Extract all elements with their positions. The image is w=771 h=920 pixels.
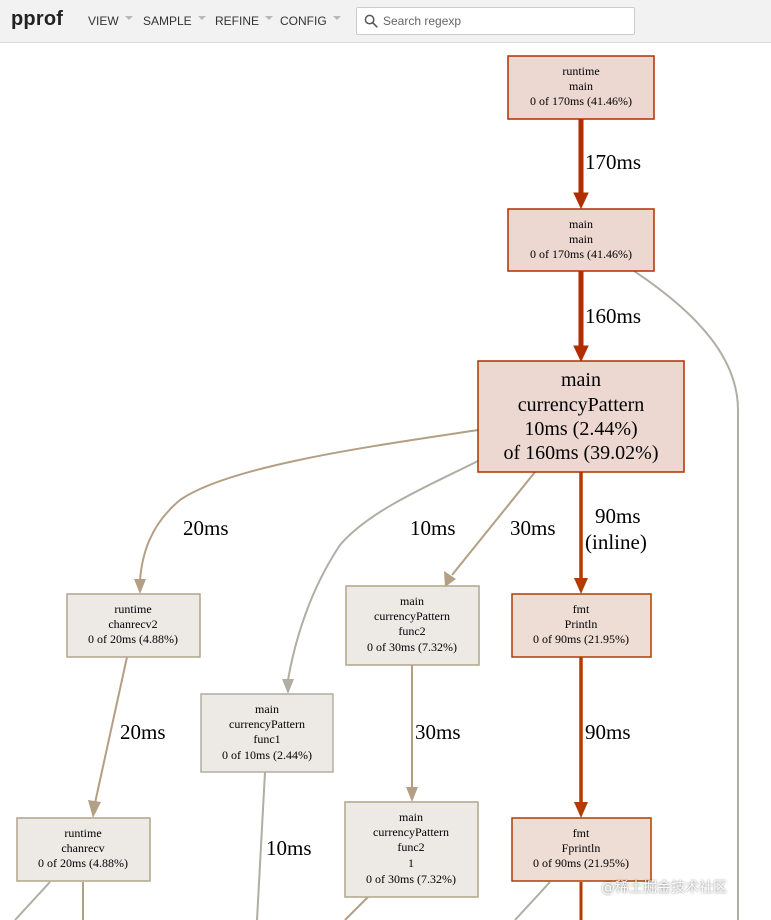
edge-currency-to-println[interactable]: [574, 472, 588, 594]
node-package: fmt: [573, 602, 590, 616]
node-function: chanrecv: [61, 841, 104, 855]
edge-currency-to-func1[interactable]: [282, 460, 479, 694]
node-stats: 0 of 20ms (4.88%): [38, 856, 128, 870]
node-stats: 0 of 90ms (21.95%): [533, 632, 629, 646]
menu-config[interactable]: CONFIG: [280, 14, 341, 28]
edge-label-90ms: 90ms: [595, 504, 641, 528]
node-package: main: [400, 594, 424, 608]
node-package: main: [569, 217, 593, 231]
edge-chanrecv2-to-chanrecv[interactable]: [88, 656, 128, 818]
node-cum: of 160ms (39.02%): [504, 442, 659, 464]
node-fprintln[interactable]: fmt Fprintln 0 of 90ms (21.95%): [511, 817, 652, 882]
edge-label-30ms-func2: 30ms: [415, 720, 461, 744]
node-function: Fprintln: [562, 841, 601, 855]
node-package: main: [561, 369, 601, 391]
node-package: runtime: [64, 826, 101, 840]
search-input[interactable]: [383, 12, 623, 30]
node-package: runtime: [562, 64, 599, 78]
watermark: @稀土掘金技术社区: [601, 880, 727, 896]
chevron-down-icon: [265, 16, 274, 20]
search-box[interactable]: [356, 7, 635, 35]
menu-view[interactable]: VIEW: [88, 14, 133, 28]
menu-sample[interactable]: SAMPLE: [143, 14, 206, 28]
menu-refine-label: REFINE: [215, 14, 260, 28]
node-package: main: [399, 810, 423, 824]
node-sub: func1: [253, 732, 280, 746]
node-function: currencyPattern: [518, 394, 645, 416]
edge-func2-1-out[interactable]: [344, 896, 369, 920]
node-function: currencyPattern: [373, 825, 449, 839]
node-func2[interactable]: main currencyPattern func2 0 of 30ms (7.…: [345, 585, 480, 666]
node-function: chanrecv2: [108, 617, 157, 631]
node-sub2: 1: [408, 856, 414, 870]
node-func1[interactable]: main currencyPattern func1 0 of 10ms (2.…: [200, 693, 334, 773]
search-icon: [364, 14, 378, 28]
node-flat: 10ms (2.44%): [524, 418, 637, 440]
edge-func1-out[interactable]: [256, 771, 266, 920]
edge-label-170ms: 170ms: [585, 150, 641, 174]
node-package: runtime: [114, 602, 151, 616]
node-stats: 0 of 20ms (4.88%): [88, 632, 178, 646]
edge-currency-to-func2[interactable]: [444, 471, 536, 587]
edge-label-90ms-fprintln: 90ms: [585, 720, 631, 744]
chevron-down-icon: [124, 16, 133, 20]
node-sub: func2: [398, 624, 425, 638]
menu-config-label: CONFIG: [280, 14, 327, 28]
chevron-down-icon: [197, 16, 206, 20]
node-stats: 0 of 170ms (41.46%): [530, 247, 632, 261]
edge-println-to-fprintln[interactable]: [574, 657, 588, 818]
edge-label-20ms: 20ms: [183, 516, 229, 540]
edge-main-to-offscreen[interactable]: [633, 270, 739, 920]
edge-label-inline: (inline): [585, 530, 647, 554]
node-chanrecv2[interactable]: runtime chanrecv2 0 of 20ms (4.88%): [66, 593, 201, 658]
menu-view-label: VIEW: [88, 14, 119, 28]
node-sub: func2: [397, 840, 424, 854]
node-chanrecv[interactable]: runtime chanrecv 0 of 20ms (4.88%): [16, 817, 151, 882]
node-main-main[interactable]: main main 0 of 170ms (41.46%): [507, 208, 655, 272]
node-stats: 0 of 10ms (2.44%): [222, 748, 312, 762]
app-title: pprof: [11, 8, 64, 30]
edge-main-to-currency-pattern[interactable]: [573, 271, 589, 363]
edge-func2-to-func2-1[interactable]: [406, 665, 418, 802]
edge-currency-to-chanrecv2[interactable]: [134, 429, 479, 594]
edge-label-160ms: 160ms: [585, 304, 641, 328]
node-package: fmt: [573, 826, 590, 840]
node-stats: 0 of 170ms (41.46%): [530, 94, 632, 108]
edge-label-20ms-chanrecv: 20ms: [120, 720, 166, 744]
node-currency-pattern[interactable]: main currencyPattern 10ms (2.44%) of 160…: [477, 360, 685, 473]
edge-runtime-main-to-main[interactable]: [573, 119, 589, 210]
node-function: main: [569, 79, 593, 93]
node-stats: 0 of 30ms (7.32%): [366, 872, 456, 886]
node-func2-1[interactable]: main currencyPattern func2 1 0 of 30ms (…: [344, 801, 479, 898]
edge-label-10ms-func1: 10ms: [266, 836, 312, 860]
chevron-down-icon: [332, 16, 341, 20]
node-package: main: [255, 702, 279, 716]
menu-refine[interactable]: REFINE: [215, 14, 274, 28]
node-println[interactable]: fmt Println 0 of 90ms (21.95%): [511, 593, 652, 658]
node-function: Println: [565, 617, 598, 631]
toolbar: pprof VIEW SAMPLE REFINE CONFIG: [0, 0, 771, 43]
node-stats: 0 of 90ms (21.95%): [533, 856, 629, 870]
node-function: main: [569, 232, 593, 246]
edge-fprintln-out-left[interactable]: [514, 881, 551, 920]
edge-chanrecv-out-left[interactable]: [14, 881, 51, 920]
edge-label-30ms: 30ms: [510, 516, 556, 540]
node-function: currencyPattern: [229, 717, 305, 731]
edge-label-10ms: 10ms: [410, 516, 456, 540]
menu-sample-label: SAMPLE: [143, 14, 192, 28]
node-function: currencyPattern: [374, 609, 450, 623]
node-runtime-main[interactable]: runtime main 0 of 170ms (41.46%): [507, 55, 655, 120]
node-stats: 0 of 30ms (7.32%): [367, 640, 457, 654]
